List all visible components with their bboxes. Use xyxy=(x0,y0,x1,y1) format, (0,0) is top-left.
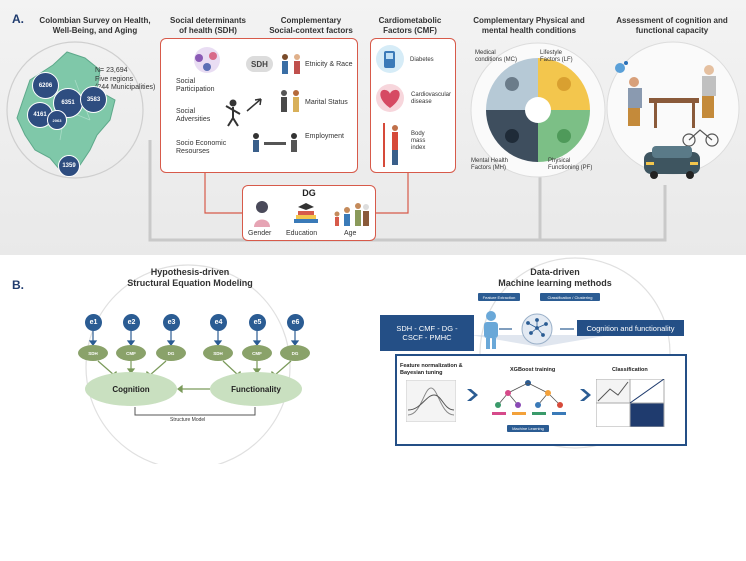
dg-gender: Gender xyxy=(248,230,272,237)
panel-a: A. Colombian Survey on Health, Well-Bein… xyxy=(0,0,746,255)
pmhc-medical: Medical conditions (MC) xyxy=(475,50,518,63)
error-node: e1 xyxy=(85,314,102,331)
sample-size: N= 23,694 xyxy=(95,67,128,74)
error-node: e2 xyxy=(123,314,140,331)
cmf-cardiovascular: Cardiovascular disease xyxy=(411,92,452,105)
cscf-ethnicity: Etnicity & Race xyxy=(305,61,353,68)
ml-title: Data-driven Machine learning methods xyxy=(498,267,612,288)
region-bubble: 1359 xyxy=(58,155,80,177)
feature-extraction-tag: Feature Extraction xyxy=(478,293,520,301)
cscf-title: Complementary Social-context factors xyxy=(269,16,353,35)
pmhc-title: Complementary Physical and mental health… xyxy=(473,16,585,35)
gender-icon xyxy=(254,201,270,227)
cmf-title: Cardiometabolic Factors (CMF) xyxy=(378,16,442,35)
step-xgboost: XGBoost training xyxy=(510,367,556,373)
cognition-scene-icon xyxy=(606,41,740,179)
age-icon xyxy=(334,203,369,226)
heart-icon xyxy=(376,84,404,112)
ml-output-box: Cognition and functionality xyxy=(577,320,684,336)
dg-education: Education xyxy=(286,230,318,237)
region-bubble: 2063 xyxy=(47,110,67,130)
bmi-icon xyxy=(383,123,398,167)
cscf-employment: Employment xyxy=(305,133,344,140)
municipalities-label: (244 Municipalities) xyxy=(95,84,156,91)
pmhc-wheel-icon xyxy=(470,42,606,178)
cmf-bmi: Body mass index xyxy=(411,131,426,151)
ethnicity-icon xyxy=(282,54,300,74)
observed-node: DG xyxy=(280,345,310,361)
observed-node: DG xyxy=(156,345,186,361)
assessment-title: Assessment of cognition and functional c… xyxy=(616,16,728,35)
ml-inputs-box: SDH - CMF - DG - CSCF - PMHC xyxy=(380,315,474,351)
survey-title: Colombian Survey on Health, Well-Being, … xyxy=(39,16,151,35)
dg-age: Age xyxy=(344,230,357,237)
pmhc-mental: Mental Health Factors (MH) xyxy=(471,158,509,171)
sdh-tag: SDH xyxy=(246,56,273,72)
sdh-socio-economic: Socio Economic Resourses xyxy=(176,140,227,155)
observed-node: SDH xyxy=(203,345,233,361)
error-node: e4 xyxy=(210,314,227,331)
classification-tag: Classification / Clustering xyxy=(540,293,600,301)
observed-node: SDH xyxy=(78,345,108,361)
brain-network-icon xyxy=(521,313,553,345)
machine-learning-tag: Machine Learning xyxy=(507,425,549,432)
marital-icon xyxy=(281,90,299,112)
observed-node: CMF xyxy=(242,345,272,361)
step-normalization: Feature normalization & Bayesian tuning xyxy=(400,363,463,376)
structure-model-label: Structure Model xyxy=(170,417,206,423)
panel-b-letter: B. xyxy=(12,278,24,292)
figure: A. Colombian Survey on Health, Well-Bein… xyxy=(0,0,746,464)
chevron-right-icon xyxy=(467,389,478,401)
region-bubble: 3583 xyxy=(80,86,107,113)
latent-functionality: Functionality xyxy=(210,372,302,406)
classification-matrix-icon xyxy=(596,379,665,427)
chevron-right-icon xyxy=(580,389,591,401)
error-node: e3 xyxy=(163,314,180,331)
pmhc-lifestyle: Lifestyle Factors (LF) xyxy=(540,50,573,63)
pmhc-physical: Physical Functioning (PF) xyxy=(548,158,593,171)
person-adversity-icon xyxy=(225,99,241,127)
step-classification: Classification xyxy=(612,367,648,373)
social-group-icon xyxy=(194,47,220,73)
panel-b: B. Hypothesis-driven Structural Equation… xyxy=(0,255,746,464)
region-bubble: 6206 xyxy=(32,72,59,99)
employment-icon xyxy=(253,133,297,152)
education-icon xyxy=(294,203,318,223)
cmf-diabetes: Diabetes xyxy=(410,57,434,63)
sdh-social-adversities: Social Adversities xyxy=(176,108,211,123)
panel-a-connectors xyxy=(148,140,667,242)
observed-node: CMF xyxy=(116,345,146,361)
error-node: e5 xyxy=(249,314,266,331)
xgboost-trees-icon xyxy=(492,380,566,415)
regions-label: Five regions xyxy=(95,76,134,83)
sem-title: Hypothesis-driven Structural Equation Mo… xyxy=(127,267,253,288)
dg-title: DG xyxy=(302,188,316,198)
latent-cognition: Cognition xyxy=(85,372,177,406)
arrow-icon xyxy=(246,98,262,112)
gaussian-curves-icon xyxy=(406,380,456,422)
sdh-social-participation: Social Participation xyxy=(176,78,215,93)
error-node: e6 xyxy=(287,314,304,331)
diabetes-icon xyxy=(376,45,404,73)
cscf-marital: Marital Status xyxy=(305,99,348,106)
panel-a-letter: A. xyxy=(12,12,24,26)
sdh-title: Social determinants of health (SDH) xyxy=(169,16,247,35)
person-icon xyxy=(484,311,498,349)
